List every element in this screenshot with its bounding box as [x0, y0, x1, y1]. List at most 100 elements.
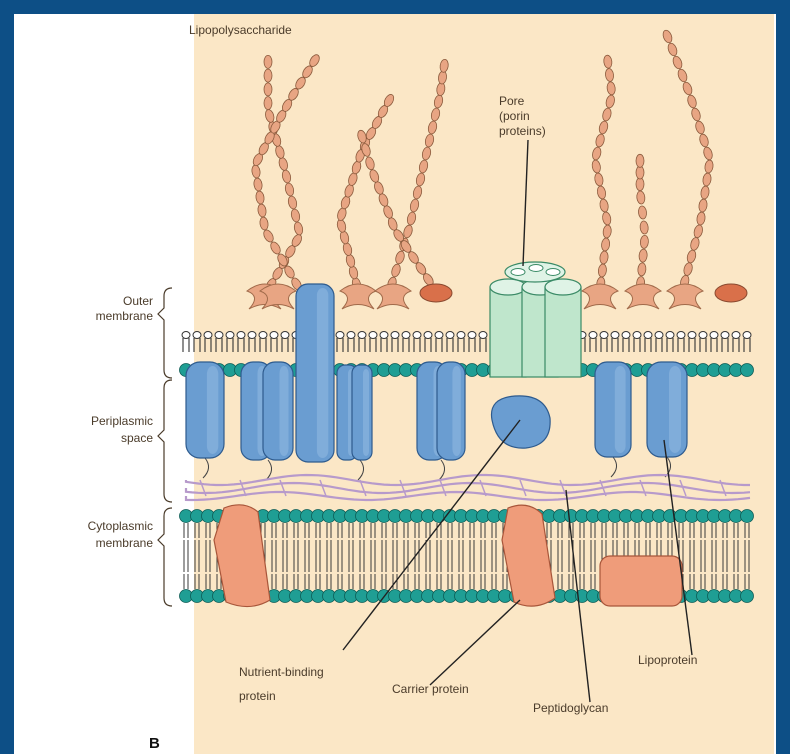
label-nutrient-line2: protein [239, 689, 276, 703]
lps-sugar-bead [689, 237, 700, 252]
lps-sugar-bead [700, 185, 710, 199]
label-peptidoglycan: Peptidoglycan [533, 701, 608, 715]
lps-sugar-bead [264, 55, 272, 68]
lipid-tail [700, 338, 706, 352]
periplasmic-protein-highlight [207, 366, 218, 454]
lipid-a-head [270, 332, 278, 339]
lipid-tail [469, 338, 475, 352]
lps-sugar-bead [439, 59, 449, 73]
lps-sugar-bead [636, 191, 645, 205]
lps-sugar-bead [264, 69, 272, 82]
lipid-a-head [237, 332, 245, 339]
lipid-a-head [688, 332, 696, 339]
lipid-head [741, 510, 754, 523]
lps-sugar-bead [603, 55, 613, 69]
lipid-a-head [358, 332, 366, 339]
lipid-tail [480, 338, 486, 352]
lps-sugar-bead [696, 211, 706, 225]
lps-sugar-bead [409, 198, 420, 212]
lipid-a-head [336, 332, 344, 339]
lps-sugar-bead [415, 172, 426, 186]
protein-tether [358, 460, 364, 480]
lps-sugar-bead [255, 190, 265, 204]
lipid-tail [370, 338, 376, 352]
periplasmic-protein-highlight [452, 366, 460, 456]
lps-core [340, 284, 376, 309]
lps-sugar-bead [693, 224, 704, 239]
lipid-a-head [281, 332, 289, 339]
porin-top [545, 279, 581, 295]
lipid-a-head [655, 332, 663, 339]
lipid-a-head [644, 332, 652, 339]
lipid-tail [403, 338, 409, 352]
lps-sugar-bead [257, 203, 267, 217]
lps-sugar-bead [402, 224, 413, 239]
lps-sugar-bead [638, 206, 647, 220]
lipid-tail [667, 338, 673, 352]
lps-sugar-bead [262, 228, 275, 243]
lps-sugar-bead [595, 133, 606, 148]
lipid-tail [590, 338, 596, 352]
label-pore-line2: (porin [499, 109, 530, 123]
lipid-a-head [600, 332, 608, 339]
transmembrane-protein-highlight [317, 288, 328, 458]
lps-sugar-bead [347, 172, 359, 187]
lps-core [625, 284, 661, 309]
lps-sugar-bead [683, 262, 694, 277]
lipid-tail [634, 338, 640, 352]
lps-sugar-bead [433, 94, 444, 108]
porin-channel [529, 265, 543, 272]
lps-sugar-bead [264, 109, 275, 124]
lps-sugar-bead [424, 133, 435, 147]
lipid-tail [282, 338, 288, 352]
lipid-a-head [666, 332, 674, 339]
label-bracket [158, 380, 172, 502]
periplasmic-protein-highlight [363, 369, 369, 456]
lipid-tail [238, 338, 244, 352]
label-bracket [158, 288, 172, 378]
lps-sugar-bead [606, 81, 616, 95]
lps-sugar-bead [598, 264, 608, 278]
lps-sugar-bead [599, 251, 609, 265]
lipid-tail [381, 338, 387, 352]
lipid-tail [183, 338, 189, 352]
lps-sugar-bead [377, 192, 389, 207]
lps-sugar-bead [636, 154, 644, 167]
label-pore-line1: Pore [499, 94, 525, 108]
lps-sugar-bead [602, 211, 612, 225]
lps-sugar-bead [636, 166, 644, 179]
lps-sugar-bead [345, 254, 356, 269]
label-outer-line2: membrane [96, 309, 154, 323]
lps-sugar-bead [348, 265, 359, 280]
lipid-tail [656, 338, 662, 352]
lps-sugar-bead [259, 216, 269, 230]
lps-sugar-bead [387, 216, 399, 231]
lipid-tail [337, 338, 343, 352]
lps-sugar-bead [340, 195, 352, 210]
protein-tether [203, 458, 209, 478]
lipid-a-head [380, 332, 388, 339]
lps-sugar-bead [390, 263, 401, 278]
membrane-protein [600, 556, 682, 606]
lps-sugar-bead [290, 208, 301, 222]
porin-barrel [545, 287, 581, 377]
lipid-tail [722, 338, 728, 352]
label-carrier-protein: Carrier protein [392, 682, 469, 696]
lipid-a-head [435, 332, 443, 339]
lipid-a-head [699, 332, 707, 339]
lps-core [582, 284, 618, 309]
lipid-tail [414, 338, 420, 352]
lps-sugar-bead [284, 182, 295, 196]
lps-sugar-bead [636, 178, 644, 191]
lipid-a-head [710, 332, 718, 339]
lps-sugar-bead [661, 29, 673, 44]
lipid-head [741, 590, 754, 603]
lipid-tail [645, 338, 651, 352]
panel-letter: B [149, 735, 160, 752]
lps-sugar-bead [637, 263, 646, 277]
lipid-a-head [622, 332, 630, 339]
lps-sugar-bead [278, 157, 289, 172]
lps-sugar-bead [339, 230, 350, 245]
lipid-tail [623, 338, 629, 352]
